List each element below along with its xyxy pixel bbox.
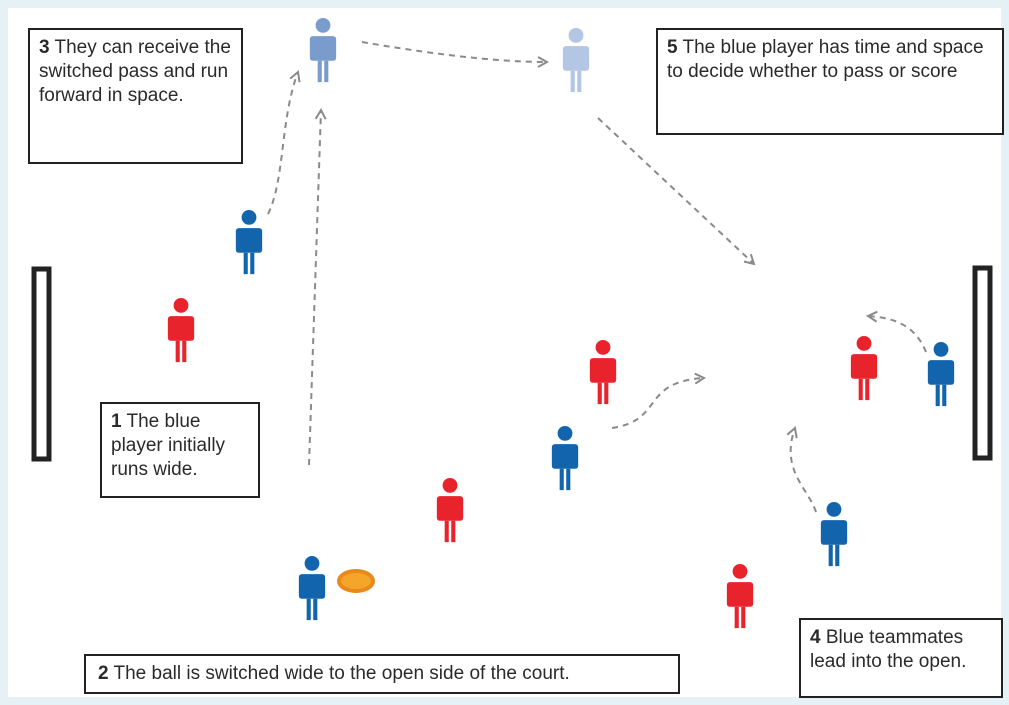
player-blue-right: [927, 342, 955, 407]
note-1-box: 1 The blue player initially runs wide.: [100, 402, 260, 498]
right-goal-icon: [972, 265, 993, 461]
note-3-text: They can receive the switched pass and r…: [39, 37, 231, 106]
player-red-center: [589, 340, 617, 405]
player-red-lower-center: [436, 478, 464, 543]
player-blue-faded-forward-run: [562, 28, 590, 93]
note-5-text: The blue player has time and space to de…: [667, 37, 984, 82]
player-blue-faded-pass-receiver: [309, 18, 337, 83]
arrow-wide-run-icon: [267, 72, 298, 215]
player-blue-right-lower: [820, 502, 848, 567]
note-2-text: The ball is switched wide to the open si…: [108, 663, 570, 684]
note-1-text: The blue player initially runs wide.: [111, 411, 226, 480]
note-4-text: Blue teammates lead into the open.: [810, 627, 967, 672]
note-2-box: 2 The ball is switched wide to the open …: [84, 654, 680, 694]
player-red-right: [850, 336, 878, 401]
note-5-number: 5: [667, 37, 678, 58]
player-blue-wide-runner: [235, 210, 263, 275]
note-3-box: 3 They can receive the switched pass and…: [28, 28, 243, 164]
arrow-forward-run-icon: [361, 41, 547, 62]
note-4-box: 4 Blue teammates lead into the open.: [799, 618, 1003, 698]
note-2-number: 2: [98, 663, 109, 684]
left-goal-icon: [31, 266, 52, 462]
arrow-switch-pass-icon: [308, 110, 321, 466]
arrow-lead-up-icon: [791, 428, 817, 513]
note-3-number: 3: [39, 37, 50, 58]
player-red-left: [167, 298, 195, 363]
arrow-toward-goal-icon: [597, 117, 754, 264]
player-blue-center: [551, 426, 579, 491]
arrow-lead-left-icon: [868, 316, 927, 353]
ball-icon: [337, 569, 375, 593]
player-red-bottom: [726, 564, 754, 629]
player-blue-ball-carrier: [298, 556, 326, 621]
arrow-lead-open-icon: [611, 378, 704, 429]
note-4-number: 4: [810, 627, 821, 648]
note-5-box: 5 The blue player has time and space to …: [656, 28, 1004, 135]
note-1-number: 1: [111, 411, 122, 432]
